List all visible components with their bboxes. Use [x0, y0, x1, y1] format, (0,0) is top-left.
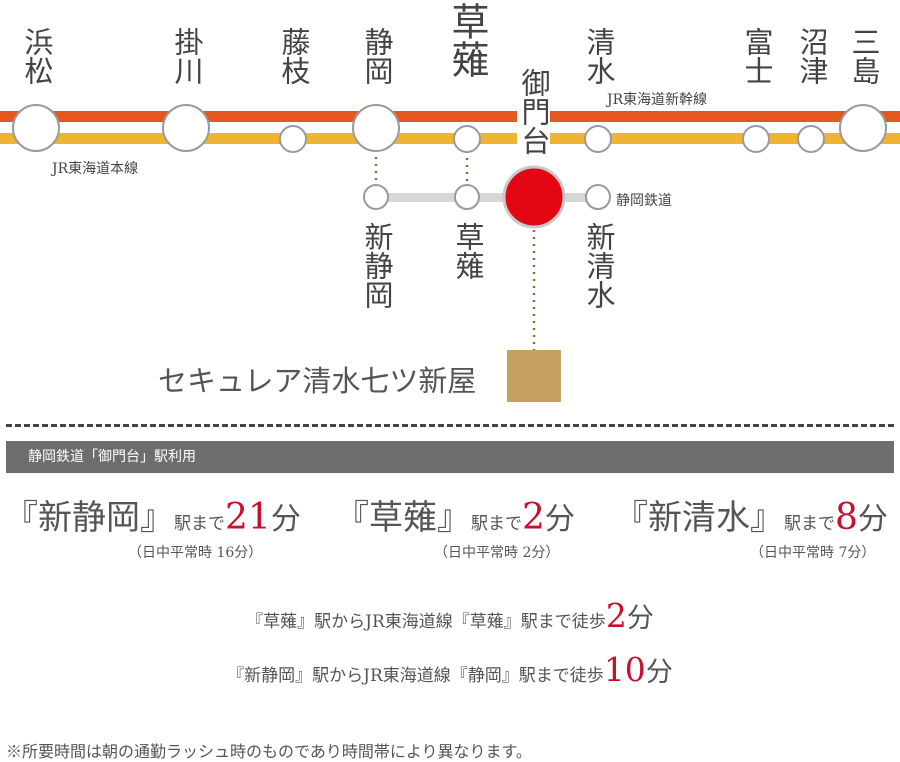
- walk-minutes: 2: [605, 596, 627, 635]
- route-map: [0, 104, 900, 402]
- walk-unit: 分: [645, 657, 673, 688]
- destination-unit: 分: [544, 502, 575, 537]
- line-label-honsen: JR東海道本線: [52, 161, 139, 177]
- station-label-shin-shizuoka: 新静岡: [360, 222, 394, 309]
- property-name: セキュレア清水七ツ新屋: [158, 364, 477, 398]
- station-marker-fuji: [742, 125, 770, 153]
- station-label-kusanagi: 草薙: [445, 2, 489, 78]
- station-label-shimizu: 清水: [582, 27, 616, 85]
- shizutetsu-line: [376, 193, 598, 202]
- destination-unit: 分: [857, 502, 888, 537]
- station-marker-kusanagi: [453, 125, 481, 153]
- walk-text: 『新静岡』駅からJR東海道線『静岡』駅まで徒歩: [227, 666, 604, 686]
- walk-info-shizuoka: 『新静岡』駅からJR東海道線『静岡』駅まで徒歩10分: [0, 650, 900, 689]
- station-label-shizutetsu-kusanagi: 草薙: [451, 222, 485, 280]
- station-marker-numazu: [797, 125, 825, 153]
- destination-unit: 分: [270, 502, 301, 537]
- station-label-fujieda: 藤枝: [277, 27, 311, 85]
- station-label-fuji: 富士: [740, 27, 774, 85]
- station-label-kakegawa: 掛川: [170, 27, 204, 85]
- destination-note-kusanagi: （日中平常時 2分）: [434, 545, 560, 561]
- station-marker-fujieda: [279, 125, 307, 153]
- destination-note-shin-shizuoka: （日中平常時 16分）: [128, 545, 263, 561]
- shinkansen-line: [0, 111, 900, 122]
- station-marker-mishima: [839, 104, 887, 152]
- dashed-divider: [6, 424, 894, 427]
- station-marker-gotenba: [502, 165, 566, 229]
- destination-shin-shizuoka: 『新静岡』駅まで21分: [4, 490, 301, 539]
- destination-suffix: 駅まで: [784, 514, 835, 534]
- walk-minutes: 10: [603, 650, 646, 689]
- line-label-shinkansen: JR東海道新幹線: [607, 92, 708, 108]
- walk-unit: 分: [626, 603, 654, 634]
- station-marker-hamamatsu: [12, 104, 60, 152]
- honsen-line: [0, 133, 900, 144]
- destination-minutes: 8: [835, 497, 858, 538]
- destination-name: 『新清水』: [614, 498, 784, 538]
- destination-name: 『新静岡』: [4, 498, 174, 538]
- destination-suffix: 駅まで: [471, 514, 522, 534]
- station-label-numazu: 沼津: [795, 27, 829, 85]
- destination-minutes: 21: [225, 497, 271, 538]
- property-marker: [507, 350, 561, 402]
- station-marker-shizutetsu-kusanagi: [454, 184, 480, 210]
- destination-name: 『草薙』: [335, 498, 471, 538]
- station-label-shin-shimizu: 新清水: [582, 222, 616, 309]
- destination-minutes: 2: [522, 497, 545, 538]
- walk-text: 『草薙』駅からJR東海道線『草薙』駅まで徒歩: [246, 612, 606, 632]
- footnote: ※所要時間は朝の通勤ラッシュ時のものであり時間帯により異なります。: [6, 742, 532, 761]
- station-marker-shimizu: [584, 125, 612, 153]
- walk-info-kusanagi: 『草薙』駅からJR東海道線『草薙』駅まで徒歩2分: [0, 596, 900, 635]
- destination-shin-shimizu: 『新清水』駅まで8分: [614, 490, 888, 539]
- station-marker-kakegawa: [162, 104, 210, 152]
- station-label-mishima: 三島: [847, 27, 881, 85]
- section-title-bar: 静岡鉄道「御門台」駅利用: [6, 441, 894, 473]
- station-marker-shin-shimizu: [585, 184, 611, 210]
- station-label-shizuoka: 静岡: [360, 27, 394, 85]
- destination-note-shin-shimizu: （日中平常時 7分）: [750, 545, 876, 561]
- station-marker-shizuoka: [352, 104, 400, 152]
- station-marker-shin-shizuoka: [363, 184, 389, 210]
- destination-kusanagi: 『草薙』駅まで2分: [335, 490, 575, 539]
- station-label-gotenba: 御門台: [517, 66, 551, 157]
- station-label-hamamatsu: 浜松: [20, 27, 54, 85]
- line-label-shizutetsu: 静岡鉄道: [616, 193, 672, 209]
- destination-suffix: 駅まで: [174, 514, 225, 534]
